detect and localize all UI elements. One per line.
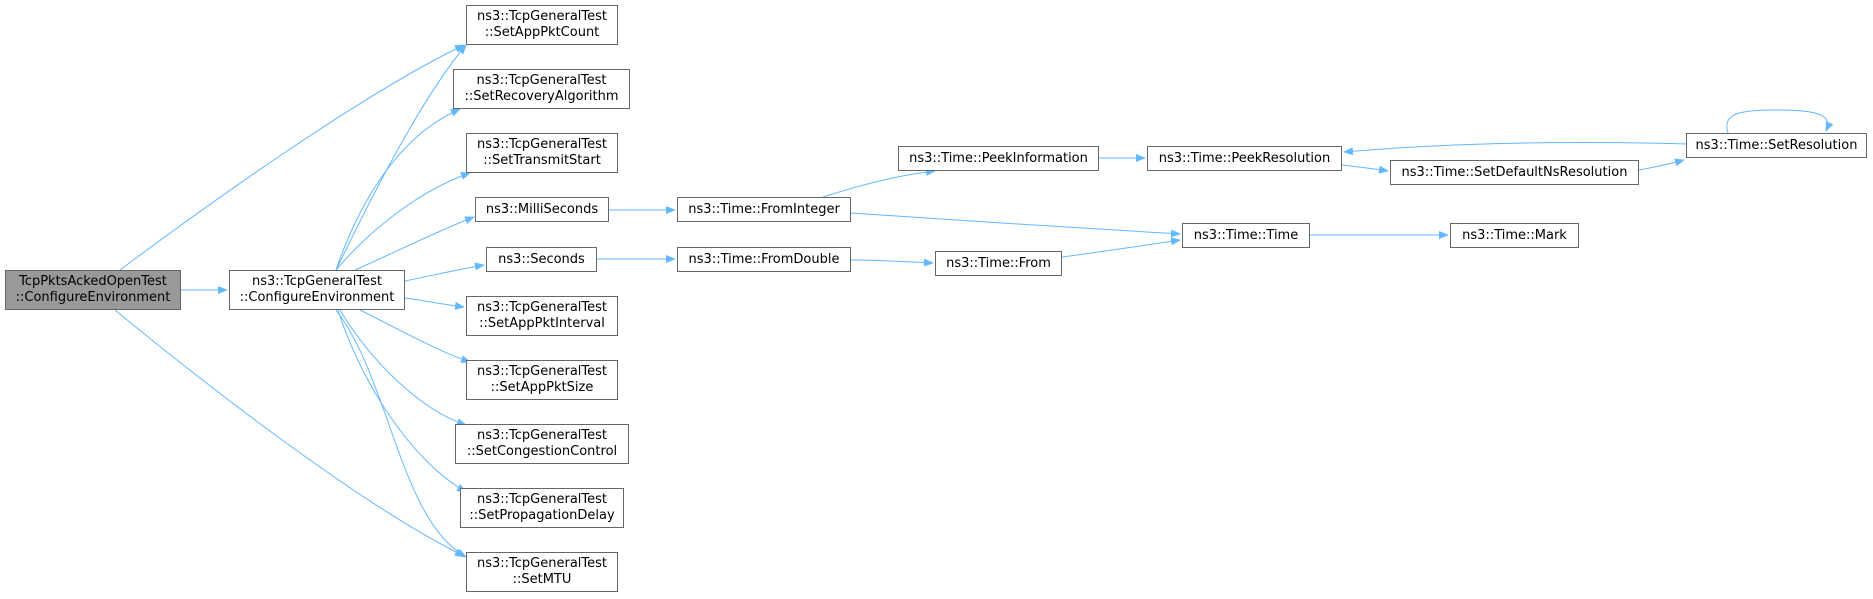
- node-label: ns3::Time::From: [946, 255, 1051, 271]
- node-line2: ::SetCongestionControl: [466, 444, 618, 459]
- node-line1: ns3::TcpGeneralTest: [476, 9, 607, 24]
- node-label: ns3::MilliSeconds: [485, 201, 599, 217]
- node-setapppktsize[interactable]: ns3::TcpGeneralTest ::SetAppPktSize: [466, 360, 618, 400]
- node-line1: ns3::TcpGeneralTest: [476, 73, 607, 88]
- node-label: ns3::Time::PeekInformation: [909, 150, 1088, 166]
- node-label: ns3::Time::FromInteger: [688, 201, 840, 217]
- node-time-from[interactable]: ns3::Time::From: [935, 251, 1062, 276]
- node-time-setresolution[interactable]: ns3::Time::SetResolution: [1686, 133, 1867, 158]
- node-line2: ::ConfigureEnvironment: [239, 290, 395, 305]
- edge-root-to-appPktCount: [119, 44, 465, 271]
- node-line2: ::SetMTU: [512, 572, 572, 587]
- node-line1: ns3::TcpGeneralTest: [476, 428, 607, 443]
- node-setmtu[interactable]: ns3::TcpGeneralTest ::SetMTU: [466, 552, 618, 592]
- node-line2: ::SetAppPktCount: [484, 25, 600, 40]
- node-time-time[interactable]: ns3::Time::Time: [1182, 223, 1310, 248]
- edge-fromDouble-to-from: [850, 258, 934, 267]
- node-line1: ns3::TcpGeneralTest: [476, 137, 607, 152]
- edge-fromInteger-to-time: [850, 212, 1181, 238]
- node-milliseconds[interactable]: ns3::MilliSeconds: [475, 197, 609, 222]
- node-setapppktcount[interactable]: ns3::TcpGeneralTest ::SetAppPktCount: [466, 5, 618, 45]
- node-setapppktinterval[interactable]: ns3::TcpGeneralTest ::SetAppPktInterval: [466, 296, 618, 336]
- node-label: ns3::Time::Mark: [1462, 227, 1567, 243]
- node-settransmitstart[interactable]: ns3::TcpGeneralTest ::SetTransmitStart: [466, 133, 618, 173]
- edge-setDefault-to-setRes: [1638, 158, 1685, 171]
- node-line1: ns3::TcpGeneralTest: [476, 556, 607, 571]
- node-line1: ns3::TcpGeneralTest: [476, 364, 607, 379]
- edge-from-to-time: [1061, 237, 1181, 258]
- edge-ce-to-appPktCount: [335, 44, 467, 271]
- node-line2: ::SetAppPktSize: [490, 380, 594, 395]
- node-label: ns3::Time::SetDefaultNsResolution: [1401, 164, 1628, 180]
- node-tcppktsackedopentest-configureenvironment: TcpPktsAckedOpenTest ::ConfigureEnvironm…: [5, 270, 181, 310]
- edge-ce-to-recovery: [335, 108, 461, 271]
- edge-ce-to-seconds: [404, 262, 485, 282]
- node-label: ns3::Time::PeekResolution: [1158, 150, 1331, 166]
- node-time-setdefaultnsresolution[interactable]: ns3::Time::SetDefaultNsResolution: [1390, 160, 1639, 185]
- edge-ce-to-appPktInterval: [404, 297, 465, 310]
- node-setrecoveryalgorithm[interactable]: ns3::TcpGeneralTest ::SetRecoveryAlgorit…: [453, 69, 630, 109]
- node-label: ns3::Time::SetResolution: [1695, 137, 1858, 153]
- node-time-fromdouble[interactable]: ns3::Time::FromDouble: [677, 247, 851, 272]
- node-line1: ns3::TcpGeneralTest: [476, 492, 607, 507]
- node-line2: ::SetPropagationDelay: [469, 508, 615, 523]
- node-seconds[interactable]: ns3::Seconds: [486, 247, 597, 272]
- node-line2: ::SetTransmitStart: [483, 153, 601, 168]
- edge-root-to-mtu: [114, 309, 465, 557]
- edge-ce-to-transmitStart: [335, 172, 471, 271]
- edge-ce-to-congestion: [339, 309, 467, 427]
- node-label: ns3::Time::Time: [1193, 227, 1299, 243]
- edge-ce-to-propagation: [337, 309, 467, 493]
- edge-fromInteger-to-peekInfo: [822, 168, 936, 198]
- node-time-peekresolution[interactable]: ns3::Time::PeekResolution: [1147, 146, 1342, 171]
- node-label: ns3::Time::FromDouble: [688, 251, 840, 267]
- node-line2: ::SetRecoveryAlgorithm: [464, 89, 619, 104]
- node-label: ns3::Seconds: [498, 251, 585, 267]
- node-line1: ns3::TcpGeneralTest: [251, 274, 382, 289]
- edge-peekRes-to-setDefault: [1341, 164, 1389, 174]
- node-line2: ::SetAppPktInterval: [479, 316, 605, 331]
- edge-setRes-to-setRes: [1726, 109, 1834, 134]
- edge-ce-to-appPktSize: [359, 309, 471, 363]
- node-line1: ns3::TcpGeneralTest: [476, 300, 607, 315]
- node-time-peekinformation[interactable]: ns3::Time::PeekInformation: [898, 146, 1099, 171]
- edge-ce-to-mtu: [335, 309, 467, 558]
- node-tcpgeneraltest-configureenvironment[interactable]: ns3::TcpGeneralTest ::ConfigureEnvironme…: [229, 270, 405, 310]
- node-setcongestioncontrol[interactable]: ns3::TcpGeneralTest ::SetCongestionContr…: [455, 424, 629, 464]
- node-time-frominteger[interactable]: ns3::Time::FromInteger: [677, 197, 851, 222]
- node-time-mark[interactable]: ns3::Time::Mark: [1450, 223, 1579, 248]
- node-line1: TcpPktsAckedOpenTest: [19, 274, 167, 289]
- edge-ce-to-milli: [354, 216, 475, 271]
- edge-setRes-to-peekRes: [1343, 142, 1689, 156]
- node-setpropagationdelay[interactable]: ns3::TcpGeneralTest ::SetPropagationDela…: [460, 488, 624, 528]
- node-line2: ::ConfigureEnvironment: [15, 290, 171, 305]
